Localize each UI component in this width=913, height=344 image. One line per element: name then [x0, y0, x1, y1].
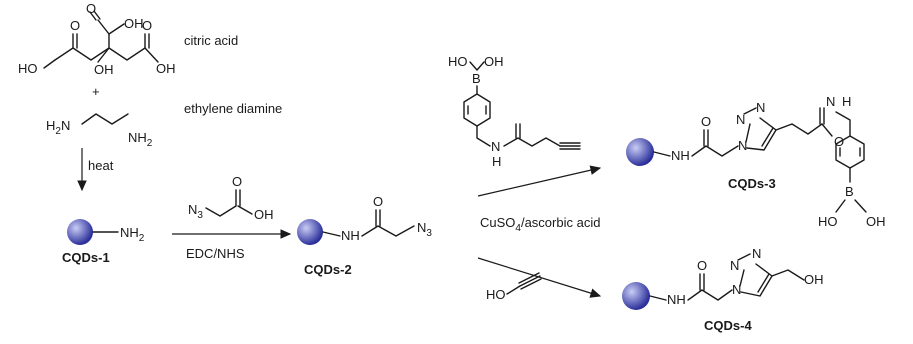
- cqd-sphere-4: [622, 282, 650, 310]
- atom-NH2: NH2: [128, 130, 153, 149]
- atom-N: N: [752, 246, 761, 261]
- edc-nhs-label: EDC/NHS: [186, 246, 245, 261]
- atom-NH2: NH2: [120, 225, 145, 244]
- cqds2-label: CQDs-2: [304, 262, 352, 277]
- cqds2-structure: NH O N3: [297, 194, 432, 245]
- atom-N: N: [730, 258, 739, 273]
- atom-OH: OH: [156, 61, 176, 76]
- atom-OH: OH: [866, 214, 886, 229]
- cqd-sphere-2: [297, 219, 323, 245]
- atom-OH: OH: [94, 62, 114, 77]
- atom-O: O: [697, 258, 707, 273]
- atom-O: O: [70, 18, 80, 33]
- atom-HO: HO: [486, 287, 506, 302]
- heat-label: heat: [88, 158, 114, 173]
- atom-N: N: [756, 100, 765, 115]
- ethylene-diamine-label: ethylene diamine: [184, 101, 282, 116]
- atom-HO: HO: [818, 214, 838, 229]
- atom-NH: NH: [671, 148, 690, 163]
- citric-acid-structure: O OH O O HO OH OH: [18, 1, 176, 77]
- atom-O: O: [142, 18, 152, 33]
- atom-OH: OH: [124, 16, 144, 31]
- atom-N: N: [736, 112, 745, 127]
- atom-H: H: [842, 94, 851, 109]
- cqd-sphere-1: [67, 219, 93, 245]
- atom-O: O: [232, 174, 242, 189]
- atom-O: O: [701, 114, 711, 129]
- atom-O: O: [86, 1, 96, 16]
- ethylene-diamine-structure: H2N NH2: [46, 113, 153, 149]
- cqds4-structure: NH O N N N OH: [622, 246, 824, 310]
- atom-OH: OH: [254, 207, 274, 222]
- citric-acid-label: citric acid: [184, 33, 238, 48]
- atom-N: N: [491, 139, 500, 154]
- atom-NH: NH: [341, 228, 360, 243]
- boronic-alkyne-reagent: HO OH B N H: [448, 54, 581, 169]
- cqd-sphere-3: [626, 138, 654, 166]
- atom-NH: NH: [667, 292, 686, 307]
- propargyl-alcohol-reagent: HO: [486, 272, 542, 302]
- atom-H: H: [492, 154, 501, 169]
- atom-H2N: H2N: [46, 118, 70, 137]
- azidoacetic-acid-structure: N3 O OH: [188, 174, 274, 222]
- cqds3-label: CQDs-3: [728, 176, 776, 191]
- atom-N: N: [738, 138, 747, 153]
- cuso4-label: CuSO4/ascorbic acid: [480, 215, 600, 234]
- atom-HO: HO: [448, 54, 468, 69]
- cqds1-label: CQDs-1: [62, 250, 110, 265]
- atom-N3: N3: [188, 202, 203, 221]
- atom-OH: OH: [804, 272, 824, 287]
- atom-N: N: [826, 94, 835, 109]
- cqds4-label: CQDs-4: [704, 318, 752, 333]
- plus-sign: +: [92, 84, 100, 99]
- atom-HO: HO: [18, 61, 38, 76]
- atom-OH: OH: [484, 54, 504, 69]
- atom-B: B: [472, 71, 481, 86]
- atom-N3: N3: [417, 220, 432, 239]
- cqds3-structure: NH O N N N N H O B HO OH: [626, 94, 886, 229]
- atom-B: B: [845, 184, 854, 199]
- atom-O: O: [373, 194, 383, 209]
- atom-N: N: [732, 282, 741, 297]
- click-arrow-top: [477, 165, 602, 197]
